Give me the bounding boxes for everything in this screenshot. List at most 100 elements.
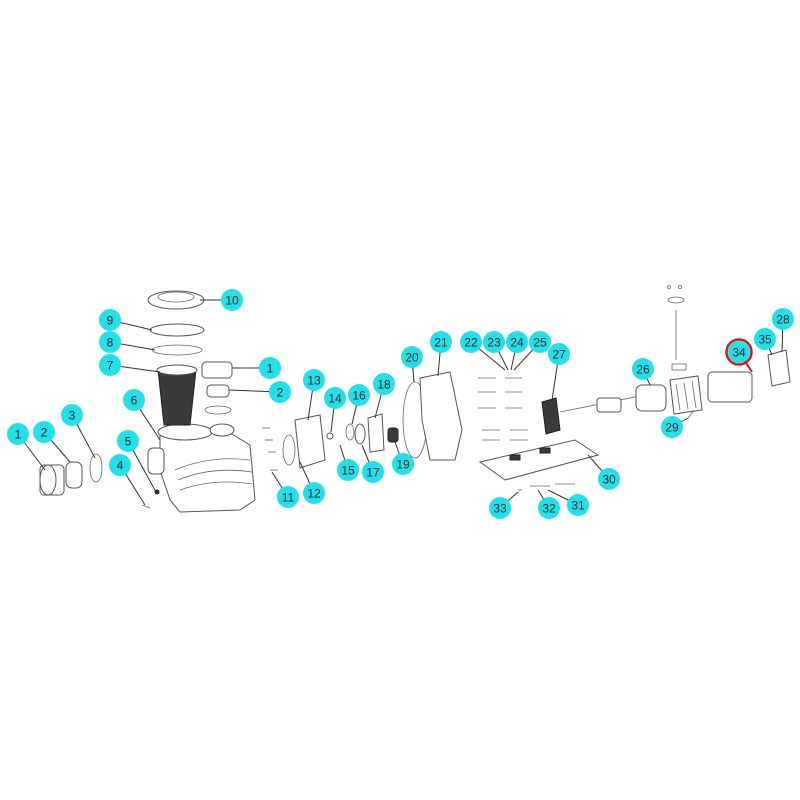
callout-24[interactable]: 24 [506, 331, 528, 353]
callout-badge [392, 453, 414, 475]
part-drain-plug [141, 504, 151, 509]
part-tail [65, 461, 83, 489]
callout-number: 25 [533, 336, 547, 350]
callout-7[interactable]: 7 [99, 354, 121, 376]
part-lid [149, 323, 205, 337]
callout-badge [277, 486, 299, 508]
callout-badge [61, 404, 83, 426]
callout-number: 16 [352, 389, 366, 403]
highlight-ring [725, 338, 753, 366]
callout-10[interactable]: 10 [221, 289, 243, 311]
callout-1[interactable]: 1 [7, 423, 29, 445]
callout-badge [324, 387, 346, 409]
callout-19[interactable]: 19 [392, 453, 414, 475]
callout-number: 35 [758, 333, 772, 347]
callout-number: 10 [225, 294, 239, 308]
callout-number: 14 [328, 392, 342, 406]
part-motor-flange [541, 397, 561, 435]
callout-badge [7, 423, 29, 445]
part-washer [326, 432, 334, 440]
callout-29[interactable]: 29 [661, 416, 683, 438]
callout-2[interactable]: 2 [33, 421, 55, 443]
callout-badge [221, 289, 243, 311]
callout-14[interactable]: 14 [324, 387, 346, 409]
part-diffuser [294, 414, 326, 469]
part-bolt-set [478, 377, 528, 441]
callout-number: 12 [307, 487, 321, 501]
callout-badge [632, 358, 654, 380]
callout-badge [259, 357, 281, 379]
callout-badge [506, 331, 528, 353]
callout-16[interactable]: 16 [348, 384, 370, 406]
callout-34[interactable]: 34 [725, 338, 753, 366]
callout-badge [661, 416, 683, 438]
part-impeller [367, 413, 385, 453]
callout-number: 3 [69, 409, 76, 423]
part-lid-o-ring [151, 344, 203, 356]
part-controller-hardware [667, 285, 687, 371]
callout-28[interactable]: 28 [772, 308, 794, 330]
callout-number: 8 [107, 336, 114, 350]
part-o-ring [89, 453, 103, 483]
callout-number: 23 [487, 336, 501, 350]
callout-4[interactable]: 4 [109, 454, 131, 476]
callout-35[interactable]: 35 [754, 328, 776, 350]
callout-1[interactable]: 1 [259, 357, 281, 379]
part-tail-top [206, 384, 230, 398]
callout-number: 22 [464, 336, 478, 350]
callout-number: 4 [117, 459, 124, 473]
callout-31[interactable]: 31 [567, 494, 589, 516]
callout-13[interactable]: 13 [303, 369, 325, 391]
part-strainer-basket [157, 369, 197, 426]
callout-15[interactable]: 15 [337, 459, 359, 481]
callout-26[interactable]: 26 [632, 358, 654, 380]
callout-3[interactable]: 3 [61, 404, 83, 426]
part-bearing-housing [635, 384, 667, 412]
callout-badge [529, 331, 551, 353]
callout-badge [728, 341, 750, 363]
callout-30[interactable]: 30 [598, 468, 620, 490]
callout-17[interactable]: 17 [362, 461, 384, 483]
callout-badge [538, 497, 560, 519]
callout-badge [489, 497, 511, 519]
callout-badge [483, 331, 505, 353]
callout-8[interactable]: 8 [99, 331, 121, 353]
callout-number: 30 [602, 473, 616, 487]
callout-12[interactable]: 12 [303, 482, 325, 504]
callout-number: 33 [493, 502, 507, 516]
callout-2[interactable]: 2 [269, 381, 291, 403]
callout-number: 17 [366, 466, 380, 480]
part-motor-body [707, 371, 753, 403]
callout-number: 28 [776, 313, 790, 327]
callout-11[interactable]: 11 [277, 486, 299, 508]
callout-badge [33, 421, 55, 443]
callout-badge [99, 331, 121, 353]
part-screws [262, 427, 278, 471]
part-fan-cover [767, 349, 791, 387]
callout-5[interactable]: 5 [117, 430, 139, 452]
callout-22[interactable]: 22 [460, 331, 482, 353]
callout-badge [754, 328, 776, 350]
callout-21[interactable]: 21 [430, 331, 452, 353]
callout-27[interactable]: 27 [548, 343, 570, 365]
callout-badge [373, 373, 395, 395]
callout-badge [460, 331, 482, 353]
callout-badge [303, 482, 325, 504]
part-union-nut-top [201, 361, 233, 379]
callout-6[interactable]: 6 [123, 389, 145, 411]
callout-number: 1 [267, 362, 274, 376]
callout-33[interactable]: 33 [489, 497, 511, 519]
callout-9[interactable]: 9 [99, 309, 121, 331]
callout-20[interactable]: 20 [401, 346, 423, 368]
callout-badge [548, 343, 570, 365]
callout-badge [303, 369, 325, 391]
callout-32[interactable]: 32 [538, 497, 560, 519]
part-drawings [39, 285, 791, 513]
callout-25[interactable]: 25 [529, 331, 551, 353]
callout-18[interactable]: 18 [373, 373, 395, 395]
callout-number: 20 [405, 351, 419, 365]
callout-23[interactable]: 23 [483, 331, 505, 353]
callout-badge [117, 430, 139, 452]
callout-number: 32 [542, 502, 556, 516]
